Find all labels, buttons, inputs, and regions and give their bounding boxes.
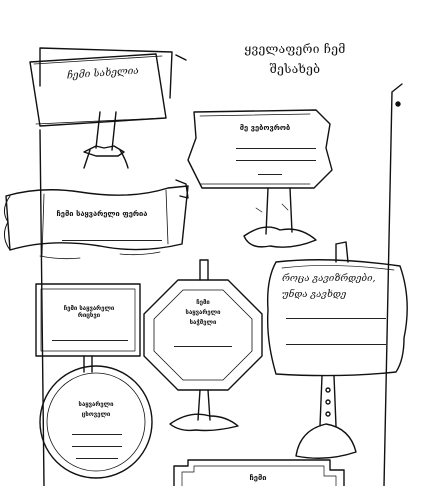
animal-round-sign [39, 365, 153, 479]
worksheet-title-line-1: ყველაფერი ჩემ [244, 42, 346, 56]
color-write-line[interactable] [62, 240, 162, 241]
food-stop-sign [143, 259, 263, 432]
worksheet-title-line-2: შესახებ [269, 62, 321, 76]
grow-up-write-line-1[interactable] [286, 318, 386, 319]
grow-up-write-line-2[interactable] [286, 344, 386, 345]
bottom-sign [173, 459, 345, 487]
food-sign-label-2: საყვარელი [185, 309, 221, 316]
animal-write-line-3[interactable] [76, 458, 118, 459]
name-sign [29, 53, 167, 169]
number-sign [35, 283, 141, 373]
grow-up-label-2: უნდა გავხდე [282, 289, 347, 300]
animal-sign-label-2: ცხოველი [81, 411, 111, 418]
age-write-line-3[interactable] [258, 174, 282, 175]
age-write-line-1[interactable] [236, 148, 316, 149]
number-write-line[interactable] [52, 340, 128, 341]
food-sign-label-3: საჭმელი [189, 319, 217, 326]
grow-up-sign [266, 241, 408, 459]
animal-sign-label-1: საყვარელი [78, 401, 114, 408]
animal-write-line-2[interactable] [72, 446, 122, 447]
age-sign-label: მე ვებოვრობ [239, 123, 291, 132]
bottom-sign-label: ჩემი [249, 473, 267, 482]
number-sign-label: ჩემი საყვარელი რიცხვი [63, 305, 115, 319]
food-sign-label-1: ჩემი [196, 299, 210, 306]
color-banner-label: ჩემი საყვარელი ფერია [56, 209, 148, 218]
color-banner [4, 179, 189, 260]
age-write-line-2[interactable] [236, 160, 316, 161]
grow-up-label-1: როცა გავიზრდები, [282, 273, 376, 284]
age-sign [187, 109, 333, 248]
food-write-line[interactable] [174, 346, 232, 347]
animal-write-line-1[interactable] [72, 434, 122, 435]
page-outline [39, 47, 403, 487]
